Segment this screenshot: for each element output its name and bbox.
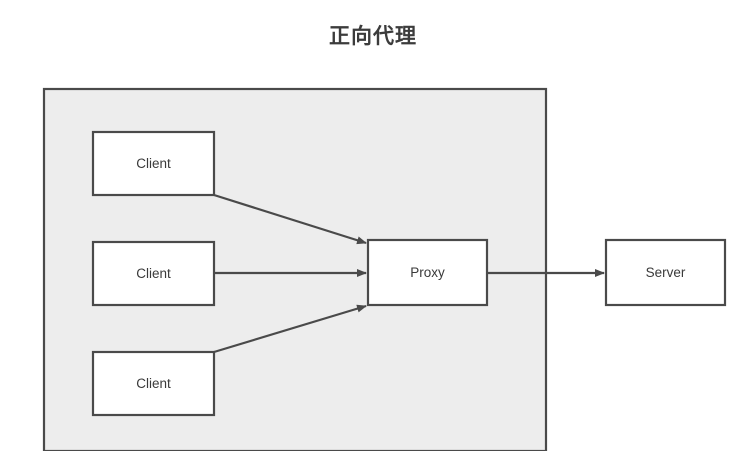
node-client-1[interactable] [91, 130, 216, 197]
node-client-2[interactable] [91, 240, 216, 307]
node-server[interactable] [604, 238, 727, 307]
page-title: 正向代理 [329, 24, 417, 48]
nodes-group [91, 130, 727, 417]
edge-client1-proxy [213, 193, 367, 245]
node-proxy[interactable] [366, 238, 489, 307]
node-client-3[interactable] [91, 350, 216, 417]
edges-group [213, 193, 605, 354]
edge-client3-proxy [213, 304, 367, 354]
